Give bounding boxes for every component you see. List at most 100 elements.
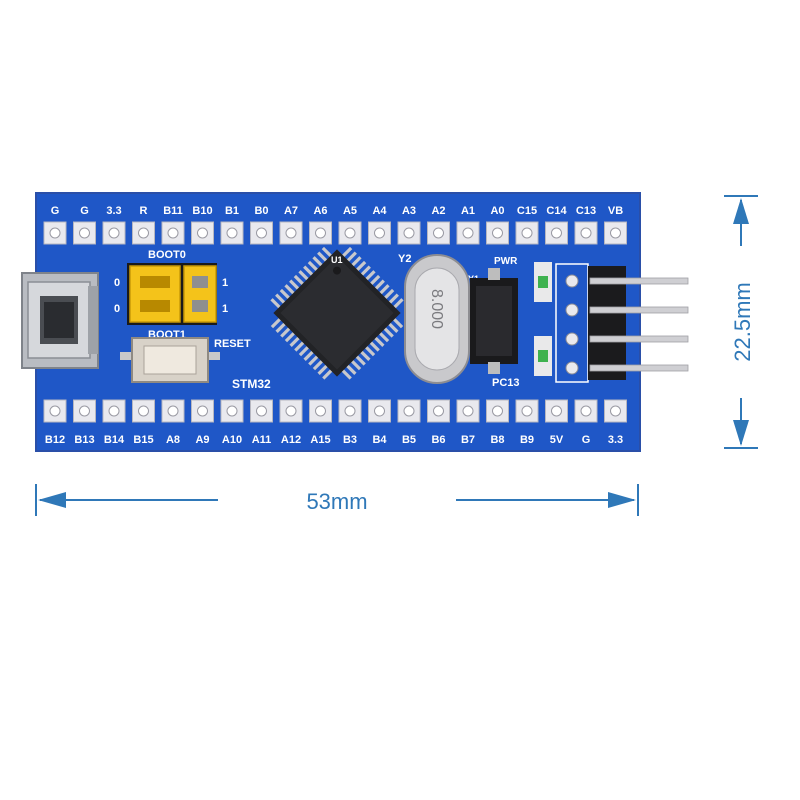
mcu-pin xyxy=(270,298,282,309)
mcu-pin xyxy=(275,293,286,305)
mcu-pin xyxy=(341,368,352,380)
mcu-pin xyxy=(284,331,296,343)
mcu-pin xyxy=(341,246,353,258)
bottom-header-pad-hole xyxy=(79,405,90,417)
top-header-pad-hole xyxy=(433,227,444,239)
jumper-right-1: 1 xyxy=(222,303,228,315)
swd-pad xyxy=(565,274,579,288)
mcu-pin xyxy=(374,279,385,291)
jumper-cap-left xyxy=(129,265,181,323)
mcu-pin xyxy=(317,364,329,375)
pin-label: B8 xyxy=(490,434,504,446)
jumper-cap-right xyxy=(183,265,217,323)
height-label: 22.5mm xyxy=(730,282,755,361)
bottom-header-pad-hole xyxy=(138,405,149,417)
pin-label: B3 xyxy=(343,434,357,446)
bottom-header-pad-hole xyxy=(551,405,562,417)
pin-label: G xyxy=(80,205,89,217)
mcu-pin xyxy=(364,345,376,357)
pin-label: A0 xyxy=(490,205,504,217)
bottom-header-pad-hole xyxy=(108,405,120,417)
swd-pad xyxy=(565,332,579,346)
mcu-pin xyxy=(378,284,390,295)
pwr-label: PWR xyxy=(494,256,518,267)
top-header-pad-hole xyxy=(138,227,149,239)
top-header-pad-hole xyxy=(226,227,238,239)
swd-pad xyxy=(565,303,579,317)
swd-pin xyxy=(589,364,689,372)
pin-label: C15 xyxy=(517,205,537,217)
bottom-header-pad-hole xyxy=(521,405,533,417)
pin-label: B12 xyxy=(45,434,65,446)
bottom-header-pad-hole xyxy=(403,405,415,417)
pin-label: C14 xyxy=(546,205,567,217)
pin-label: C13 xyxy=(576,205,596,217)
pin-label: B13 xyxy=(74,434,94,446)
pin-label: A10 xyxy=(222,434,242,446)
top-header-pad-hole xyxy=(108,227,120,239)
height-dimension: 22.5mm xyxy=(724,195,758,449)
pin-label: 3.3 xyxy=(608,434,623,446)
top-header-pad-hole xyxy=(315,227,326,239)
bottom-header-pad-hole xyxy=(374,405,385,417)
pin-label: A15 xyxy=(310,434,330,446)
swd-pad xyxy=(565,361,579,375)
mcu-pin xyxy=(387,322,399,333)
pin-label: G xyxy=(51,205,60,217)
mcu-pin xyxy=(298,270,310,281)
mcu-pin xyxy=(294,340,305,352)
swd-header xyxy=(555,263,689,383)
pin-label: B7 xyxy=(461,434,475,446)
mcu-pin xyxy=(321,246,333,258)
micro-usb-connector xyxy=(21,272,99,369)
pin-label: A4 xyxy=(372,205,387,217)
mcu-pin xyxy=(369,274,381,286)
mcu-pin xyxy=(289,279,300,291)
mcu-pin xyxy=(293,274,305,286)
boot-jumper-block: BOOT0 0 0 1 1 BOOT1 xyxy=(114,249,228,341)
mcu-pin xyxy=(303,265,314,277)
mcu-pin xyxy=(317,251,328,263)
top-header-pad-hole xyxy=(492,227,503,239)
pin-label: R xyxy=(140,205,148,217)
pwr-led xyxy=(534,262,552,302)
top-header-pad-hole xyxy=(344,227,356,239)
mcu-pin xyxy=(312,359,324,371)
pin-label: A5 xyxy=(343,205,357,217)
pin-label: B14 xyxy=(104,434,125,446)
pin-label: B6 xyxy=(431,434,445,446)
bottom-header-pad-hole xyxy=(433,405,444,417)
jumper-left-0: 0 xyxy=(114,277,120,289)
pin-label: B1 xyxy=(225,205,239,217)
bottom-header-pad-hole xyxy=(49,405,61,417)
bottom-header-row xyxy=(43,399,627,423)
mcu-pin xyxy=(383,288,395,300)
bottom-header-pad-hole xyxy=(315,405,326,417)
top-header-pad-hole xyxy=(403,227,415,239)
mcu-pin xyxy=(280,326,291,338)
pin-label: A12 xyxy=(281,434,301,446)
pc13-led xyxy=(534,336,552,376)
pin-label: A11 xyxy=(252,434,272,446)
ic-mark: U1 xyxy=(331,255,343,265)
mcu-pin xyxy=(346,251,357,263)
pin-label: A8 xyxy=(166,434,180,446)
mcu-pin xyxy=(312,256,324,267)
mcu-pin xyxy=(364,270,376,281)
top-header-pad-hole xyxy=(256,227,267,239)
mcu-pin xyxy=(392,317,404,329)
pin-label: A3 xyxy=(402,205,416,217)
mcu-pin xyxy=(270,317,282,329)
mcu-pin xyxy=(275,322,287,333)
mcu-pin xyxy=(308,354,319,366)
mcu-pin xyxy=(345,364,357,375)
bottom-header-pad-hole xyxy=(197,405,208,417)
pc13-label: PC13 xyxy=(492,377,520,389)
top-header-pad-hole xyxy=(49,227,61,239)
jumper-right-0: 1 xyxy=(222,277,228,289)
top-header-pad-hole xyxy=(374,227,385,239)
bottom-header-pad-hole xyxy=(492,405,503,417)
reset-label: RESET xyxy=(214,338,251,350)
